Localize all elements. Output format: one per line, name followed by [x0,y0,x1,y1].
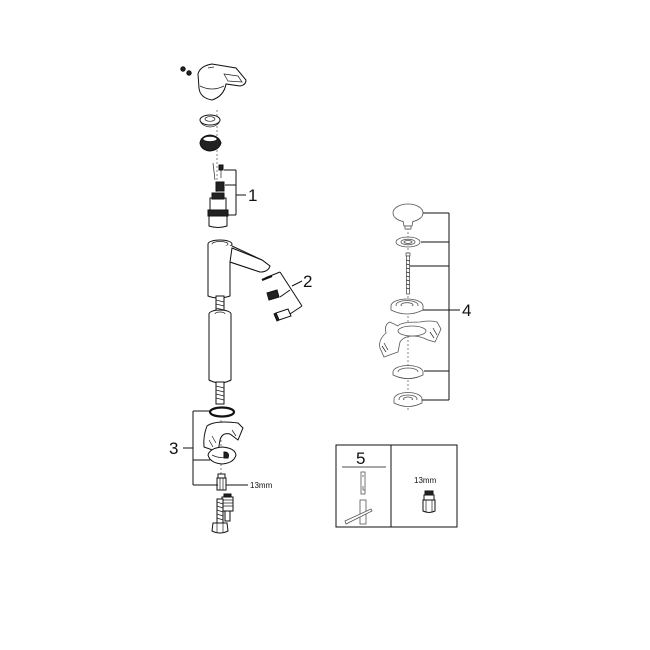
nut-size-label: 13mm [250,481,273,490]
handle-cap [199,114,221,128]
cartridge-parts [207,162,229,228]
waste-flange [390,298,424,315]
popup-waste-assembly: 4 [379,203,471,412]
callout-label-5: 5 [356,449,365,468]
cover-cap [199,134,222,152]
lower-nut [393,392,423,407]
callout-3-bracket [183,410,248,486]
faucet-assembly: 1 2 3 13mm [169,63,312,534]
callout-label-2: 2 [303,272,312,291]
mounting-sleeve [208,309,232,384]
faucet-body [207,239,271,299]
lower-washer [392,365,424,379]
tool-box: 5 13mm [335,444,458,528]
fixing-washer [207,446,237,465]
socket-nut-icon [422,490,436,513]
callout-label-1: 1 [248,186,257,205]
threaded-rod-lower [215,381,225,405]
lever-handle [180,63,247,101]
mounting-nut [216,473,227,491]
basin-section [379,320,442,358]
long-screw [405,252,411,295]
plug-washer [395,236,421,248]
callout-label-4: 4 [462,301,471,320]
clamp-bracket [203,421,244,453]
connection-hoses [211,493,234,534]
plug-head [392,203,424,230]
t-key-tool [344,471,373,525]
tool-size-label: 13mm [414,476,437,485]
callout-2-bracket [264,271,303,317]
aerator-parts [261,274,292,322]
o-ring [208,406,236,418]
callout-1-bracket [224,169,246,216]
callout-label-3: 3 [169,439,178,458]
callout-4-bracket [410,212,460,401]
